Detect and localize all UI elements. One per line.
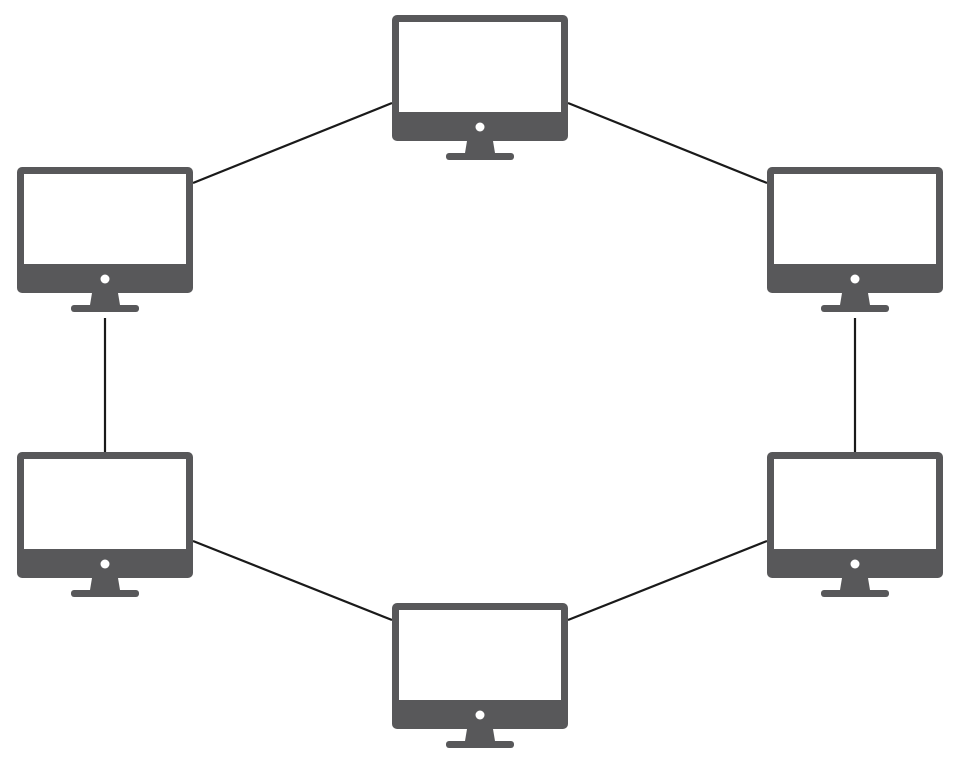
computer-node-top	[392, 15, 568, 160]
monitor-stand-base	[446, 153, 514, 160]
network-link-lower-right-to-bottom	[567, 539, 768, 622]
monitor-screen	[774, 174, 936, 264]
monitor-stand-neck	[90, 578, 120, 590]
monitor-screen	[774, 459, 936, 549]
monitor-stand-neck	[840, 578, 870, 590]
monitor-screen	[399, 22, 561, 112]
computer-node-upper-left	[17, 167, 193, 312]
power-indicator	[100, 274, 110, 284]
network-link-bottom-to-lower-left	[192, 539, 393, 622]
links-layer	[103, 101, 857, 622]
monitor-stand-base	[821, 590, 889, 597]
monitor-stand-neck	[465, 729, 495, 741]
power-indicator	[475, 710, 485, 720]
monitor-screen	[24, 459, 186, 549]
network-link-upper-left-to-top	[192, 101, 393, 185]
computer-node-upper-right	[767, 167, 943, 312]
nodes-layer	[17, 15, 943, 748]
monitor-stand-base	[446, 741, 514, 748]
computer-node-bottom	[392, 603, 568, 748]
power-indicator	[850, 559, 860, 569]
computer-node-lower-right	[767, 452, 943, 597]
monitor-screen	[24, 174, 186, 264]
monitor-stand-base	[821, 305, 889, 312]
network-link-top-to-upper-right	[567, 101, 768, 185]
monitor-screen	[399, 610, 561, 700]
monitor-stand-base	[71, 590, 139, 597]
monitor-stand-neck	[840, 293, 870, 305]
monitor-stand-neck	[465, 141, 495, 153]
power-indicator	[100, 559, 110, 569]
power-indicator	[850, 274, 860, 284]
monitor-stand-base	[71, 305, 139, 312]
monitor-stand-neck	[90, 293, 120, 305]
power-indicator	[475, 122, 485, 132]
computer-node-lower-left	[17, 452, 193, 597]
